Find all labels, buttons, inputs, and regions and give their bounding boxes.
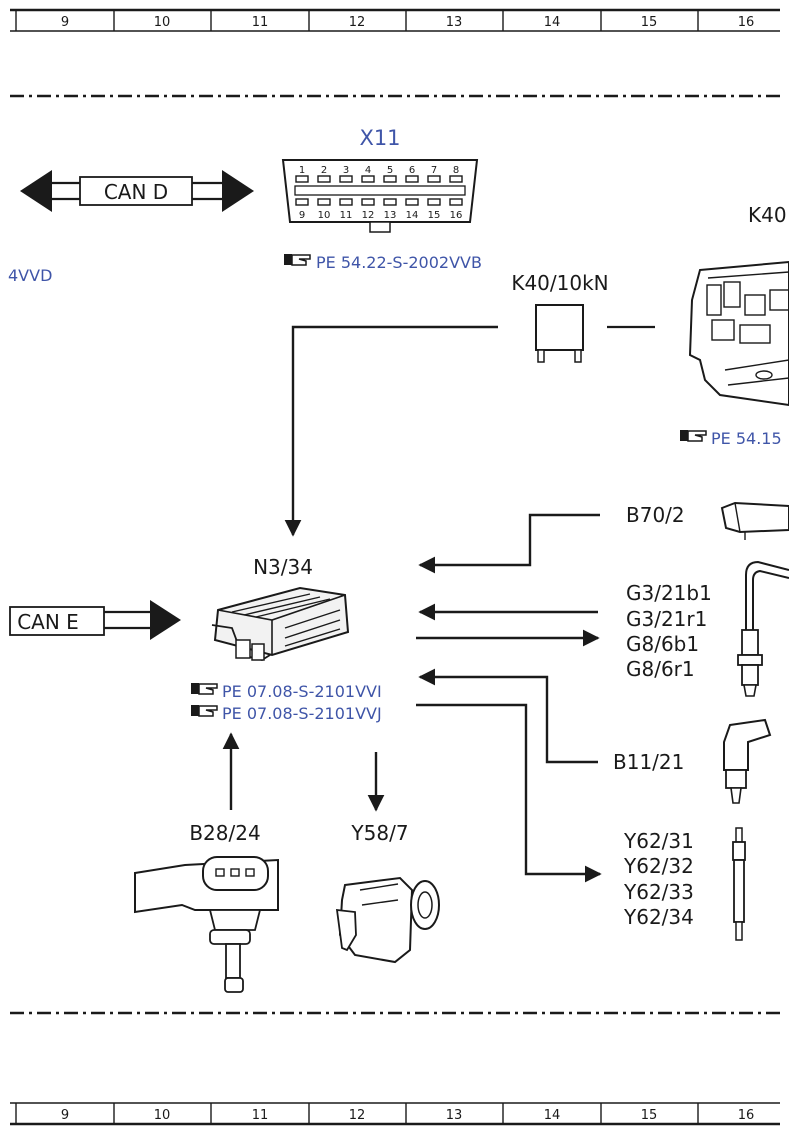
ecu-reference-link[interactable]: PE 07.08-S-2101VVI	[222, 682, 382, 701]
pin-number: 1	[299, 165, 305, 176]
can-e-label: CAN E	[17, 610, 79, 634]
ruler-number: 11	[252, 1108, 269, 1123]
pin-number: 4	[365, 165, 371, 176]
pin-number: 16	[450, 210, 463, 221]
ruler-number: 12	[349, 15, 366, 30]
pin-number: 7	[431, 165, 437, 176]
glow-plug-label: Y62/32	[623, 854, 694, 878]
ruler-number: 10	[154, 1108, 171, 1123]
pressure-sensor-b28	[134, 856, 279, 993]
pin-number: 3	[343, 165, 349, 176]
b70-label: B70/2	[626, 503, 685, 527]
connector-reference-link[interactable]: PE 54.22-S-2002VVB	[316, 253, 482, 272]
ruler-number: 9	[61, 1108, 69, 1123]
pin-number: 8	[453, 165, 459, 176]
ruler-number: 13	[446, 15, 463, 30]
fuse-box-reference-link[interactable]: PE 54.15	[711, 429, 782, 448]
relay-k40-10kn: K40/10kN	[511, 271, 609, 363]
ruler-number: 14	[544, 1108, 561, 1123]
b28-label: B28/24	[189, 821, 260, 845]
ruler-number: 11	[252, 15, 269, 30]
pin-number: 13	[384, 210, 397, 221]
o2-sensor-label: G8/6r1	[626, 657, 695, 681]
glow-plug-label: Y62/33	[623, 880, 694, 904]
pin-number: 5	[387, 165, 393, 176]
glow-plug-y62	[732, 827, 746, 941]
o2-sensor-label: G8/6b1	[626, 632, 699, 656]
ruler-number: 16	[738, 1108, 755, 1123]
b70-wire	[418, 513, 600, 574]
ruler-number: 9	[61, 15, 69, 30]
ruler-number: 13	[446, 1108, 463, 1123]
o2-sensor-label: G3/21b1	[626, 581, 712, 605]
pin-number: 6	[409, 165, 415, 176]
ecu-label: N3/34	[253, 555, 313, 579]
ruler-number: 15	[641, 1108, 658, 1123]
b11-wire	[418, 668, 598, 764]
fuse-box-label: K40	[748, 203, 787, 227]
fuse-box-k40: K40	[688, 203, 789, 407]
can-d-bus: CAN D	[20, 170, 254, 212]
glow-plug-label: Y62/34	[623, 905, 694, 929]
bottom-ruler: 9 10 11 12 13 14 15 16	[10, 1102, 780, 1126]
ruler-number: 16	[738, 15, 755, 30]
can-e-bus: CAN E	[9, 600, 181, 640]
engine-control-unit-n3-34: N3/34	[211, 555, 350, 661]
y58-label: Y58/7	[350, 821, 408, 845]
glow-plug-label: Y62/31	[623, 829, 694, 853]
ecu-reference-link[interactable]: PE 07.08-S-2101VVJ	[222, 704, 382, 723]
relay-label: K40/10kN	[511, 271, 608, 295]
ruler-number: 15	[641, 15, 658, 30]
pin-number: 12	[362, 210, 375, 221]
top-ruler: 9 10 11 12 13 14 15 16	[10, 8, 780, 32]
pin-number: 2	[321, 165, 327, 176]
ruler-number: 12	[349, 1108, 366, 1123]
ruler-number: 10	[154, 15, 171, 30]
pointing-hand-icon	[191, 683, 218, 695]
pin-number: 9	[299, 210, 305, 221]
can-d-label: CAN D	[104, 180, 168, 204]
left-reference-text: 4VVD	[8, 266, 52, 285]
pointing-hand-icon	[284, 254, 311, 266]
diagnostic-connector-x11: X11 1 2 3 4 5 6 7 8 9 10 11 12 13 14 15 …	[281, 126, 479, 233]
temperature-sensor-b11	[723, 718, 772, 804]
pointing-hand-icon	[680, 430, 707, 442]
crankshaft-sensor-b70	[720, 501, 789, 540]
ruler-number: 14	[544, 15, 561, 30]
o2-sensor-label: G3/21r1	[626, 607, 707, 631]
pin-number: 14	[406, 210, 419, 221]
turbo-actuator-y58	[335, 876, 440, 964]
pin-number: 11	[340, 210, 353, 221]
pointing-hand-icon	[191, 705, 218, 717]
oxygen-sensor-g3-21	[737, 560, 789, 697]
glow-plug-wire	[416, 703, 602, 883]
b11-label: B11/21	[613, 750, 684, 774]
relay-to-ecu-wire	[284, 325, 498, 537]
connector-title: X11	[359, 126, 400, 150]
pin-number: 15	[428, 210, 441, 221]
pin-number: 10	[318, 210, 331, 221]
